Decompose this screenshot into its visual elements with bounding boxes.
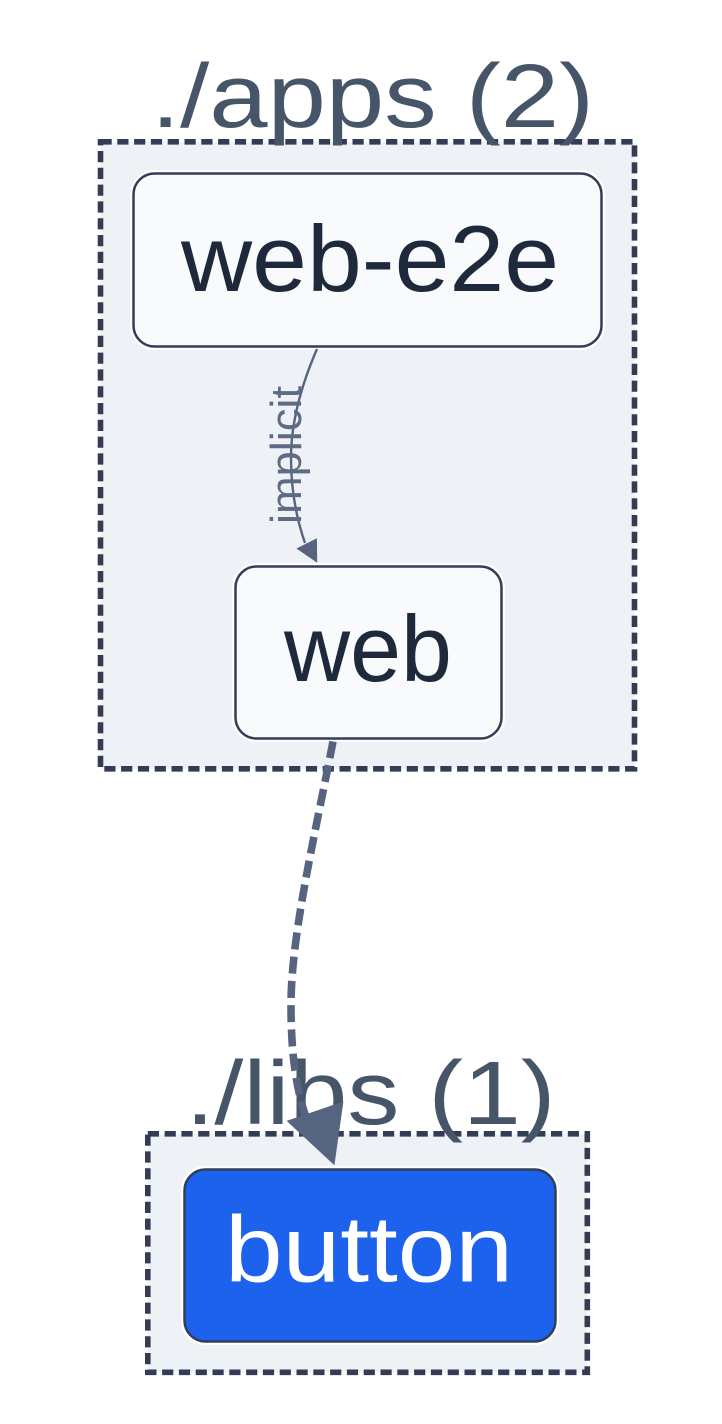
svg-text:web-e2e: web-e2e xyxy=(180,206,559,311)
svg-text:button: button xyxy=(225,1197,513,1302)
svg-text:implicit: implicit xyxy=(262,386,311,524)
svg-text:./apps (2): ./apps (2) xyxy=(151,47,594,147)
svg-text:./libs (1): ./libs (1) xyxy=(186,1044,556,1144)
svg-text:web: web xyxy=(283,596,452,701)
